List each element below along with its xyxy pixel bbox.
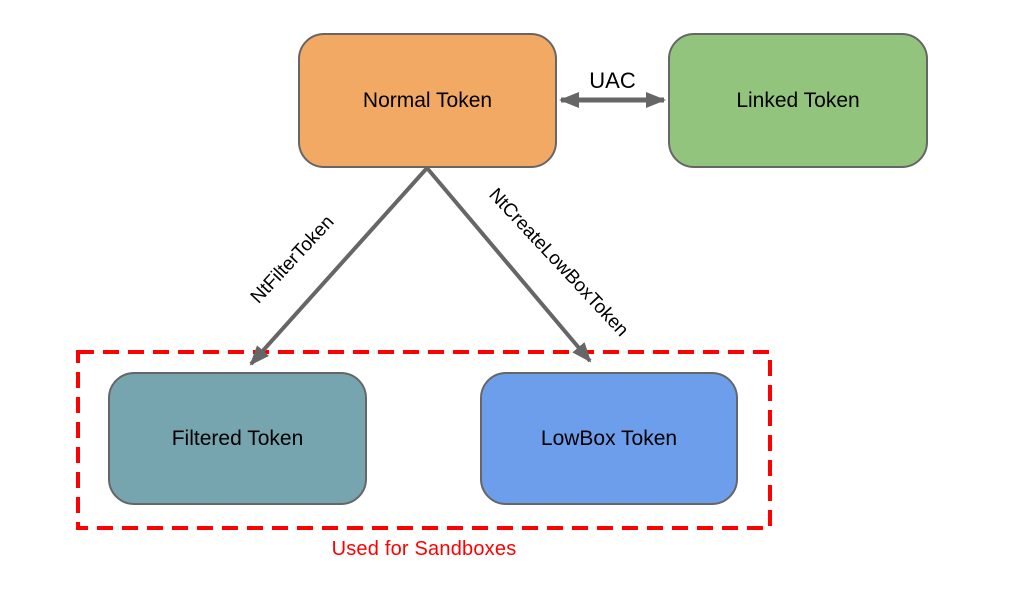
edge-ntcreatelowboxtoken-arrow [425,166,592,363]
edge-label-uac: UAC [589,68,636,93]
node-normal-token-label: Normal Token [362,88,493,112]
node-lowbox-token: LowBox Token [480,372,738,505]
node-linked-token-label: Linked Token [736,88,860,112]
edge-ntfiltertoken-arrow [249,166,429,366]
sandbox-group-outline [76,350,772,530]
node-normal-token: Normal Token [298,33,557,168]
node-filtered-token-label: Filtered Token [171,426,304,450]
node-filtered-token: Filtered Token [108,372,367,505]
node-lowbox-token-label: LowBox Token [540,426,678,450]
sandbox-group-caption: Used for Sandboxes [331,538,517,560]
node-linked-token: Linked Token [668,33,928,168]
